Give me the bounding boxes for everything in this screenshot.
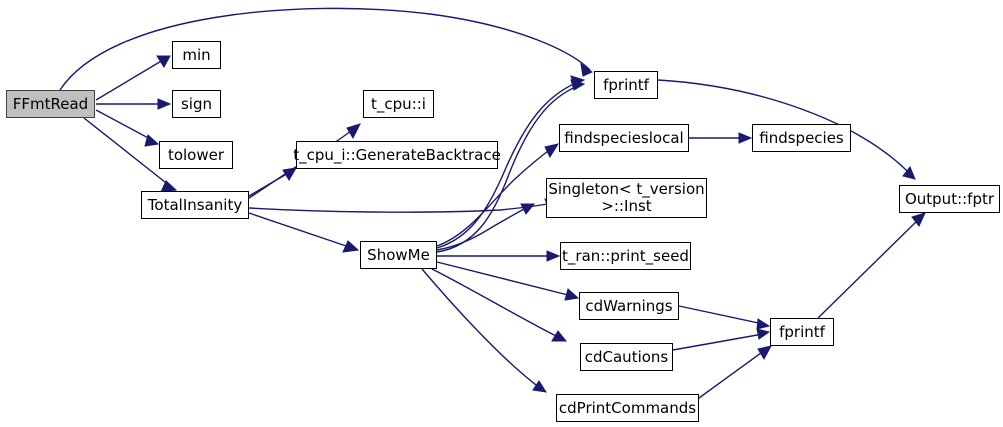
graph-node-singleton[interactable]: Singleton< t_version >::Inst xyxy=(546,178,707,218)
arrowhead-totalinsanity-to-tcpui xyxy=(346,123,361,140)
arrowhead-showme-to-cdwarnings xyxy=(564,288,580,301)
graph-node-outputfptr[interactable]: Output::fptr xyxy=(899,185,1000,213)
graph-node-label-tolower: tolower xyxy=(167,145,225,164)
arrowhead-ffmtread-to-fprintf_top xyxy=(580,62,593,77)
graph-node-ffmtread[interactable]: FFmtRead xyxy=(6,90,95,118)
graph-node-label-totalinsanity: TotalInsanity xyxy=(147,195,243,214)
call-edge-showme-to-cdcautions xyxy=(431,268,561,339)
call-edge-totalinsanity-to-showme xyxy=(248,212,353,249)
graph-node-showme[interactable]: ShowMe xyxy=(360,241,437,269)
arrowhead-showme-to-fprintf_top xyxy=(570,75,586,87)
graph-node-fprintf_bottom[interactable]: fprintf xyxy=(770,318,834,346)
graph-node-findspecies[interactable]: findspecies xyxy=(752,124,851,152)
call-edge-fprintf_bottom-to-outputfptr xyxy=(817,217,921,319)
call-edge-cdcautions-to-fprintf_bottom xyxy=(672,333,764,351)
arrowhead-fprintf_top-to-outputfptr xyxy=(902,166,916,180)
graph-node-findspecieslocal[interactable]: findspecieslocal xyxy=(559,124,689,152)
call-edge-cdwarnings-to-fprintf_bottom xyxy=(678,305,764,325)
call-edge-showme-to-cdprintcommands xyxy=(421,268,541,389)
arrowhead-cdprintcommands-to-fprintf_bottom xyxy=(757,345,772,361)
graph-node-label-fprintf_bottom: fprintf xyxy=(779,322,825,341)
graph-node-label-ffmtread: FFmtRead xyxy=(12,94,89,113)
graph-node-label-fprintf_top: fprintf xyxy=(603,75,649,94)
graph-node-label-print_seed: t_ran::print_seed xyxy=(562,246,689,265)
graph-node-fprintf_top[interactable]: fprintf xyxy=(594,71,658,99)
graph-node-cdprintcommands[interactable]: cdPrintCommands xyxy=(556,394,699,422)
graph-node-label-sign: sign xyxy=(180,94,212,113)
graph-node-label-generatebacktrace: t_cpu_i::GenerateBacktrace xyxy=(293,145,501,164)
arrowhead-ffmtread-to-sign xyxy=(157,98,172,110)
arrowhead-totalinsanity-to-generatebacktrace xyxy=(282,167,297,181)
call-edge-totalinsanity-to-singleton xyxy=(248,202,553,213)
graph-node-generatebacktrace[interactable]: t_cpu_i::GenerateBacktrace xyxy=(293,141,501,169)
graph-node-cdcautions[interactable]: cdCautions xyxy=(580,343,673,371)
graph-node-label-tcpui: t_cpu::i xyxy=(371,94,426,113)
graph-node-tolower[interactable]: tolower xyxy=(159,141,233,169)
graph-node-label-findspecies: findspecies xyxy=(759,128,844,147)
graph-node-label-min: min xyxy=(182,45,211,64)
arrowhead-showme-to-cdcautions xyxy=(551,330,568,342)
graph-node-cdwarnings[interactable]: cdWarnings xyxy=(579,292,679,320)
arrowhead-cdwarnings-to-fprintf_bottom xyxy=(756,318,771,330)
graph-node-sign[interactable]: sign xyxy=(172,90,221,118)
graph-node-label-outputfptr: Output::fptr xyxy=(904,189,995,208)
arrowhead-fprintf_bottom-to-outputfptr xyxy=(911,212,926,227)
graph-node-totalinsanity[interactable]: TotalInsanity xyxy=(141,191,249,219)
arrowhead-showme-to-cdprintcommands xyxy=(532,380,548,393)
graph-node-min[interactable]: min xyxy=(172,41,221,69)
arrowhead-cdcautions-to-fprintf_bottom xyxy=(756,328,771,340)
call-edge-ffmtread-to-fprintf_top xyxy=(59,7,591,91)
arrowhead-showme-to-fprintf_top xyxy=(570,79,586,91)
graph-node-tcpui[interactable]: t_cpu::i xyxy=(363,90,434,118)
arrowhead-totalinsanity-to-showme xyxy=(342,240,360,253)
call-edge-cdprintcommands-to-fprintf_bottom xyxy=(698,349,766,399)
graph-node-label-cdcautions: cdCautions xyxy=(584,347,669,366)
graph-node-label-showme: ShowMe xyxy=(367,245,430,264)
call-edge-showme-to-fprintf_top xyxy=(436,85,579,253)
graph-node-label-cdwarnings: cdWarnings xyxy=(585,296,673,315)
call-edge-totalinsanity-to-generatebacktrace xyxy=(248,171,291,197)
graph-node-label-singleton: Singleton< t_version >::Inst xyxy=(548,180,705,215)
arrowhead-findspecieslocal-to-findspecies xyxy=(738,132,753,144)
graph-node-print_seed[interactable]: t_ran::print_seed xyxy=(560,242,691,270)
call-edge-ffmtread-to-min xyxy=(95,59,164,101)
graph-node-label-findspecieslocal: findspecieslocal xyxy=(564,128,684,147)
arrowhead-ffmtread-to-tolower xyxy=(144,134,160,147)
graph-node-label-cdprintcommands: cdPrintCommands xyxy=(558,398,697,417)
arrowhead-ffmtread-to-min xyxy=(156,55,171,68)
arrowhead-showme-to-findspecieslocal xyxy=(544,143,560,159)
call-edge-ffmtread-to-totalinsanity xyxy=(83,117,171,187)
call-edge-showme-to-singleton xyxy=(436,206,529,251)
arrowhead-showme-to-singleton xyxy=(520,203,536,215)
call-edge-ffmtread-to-tolower xyxy=(95,109,153,141)
call-edge-showme-to-cdwarnings xyxy=(436,261,573,297)
